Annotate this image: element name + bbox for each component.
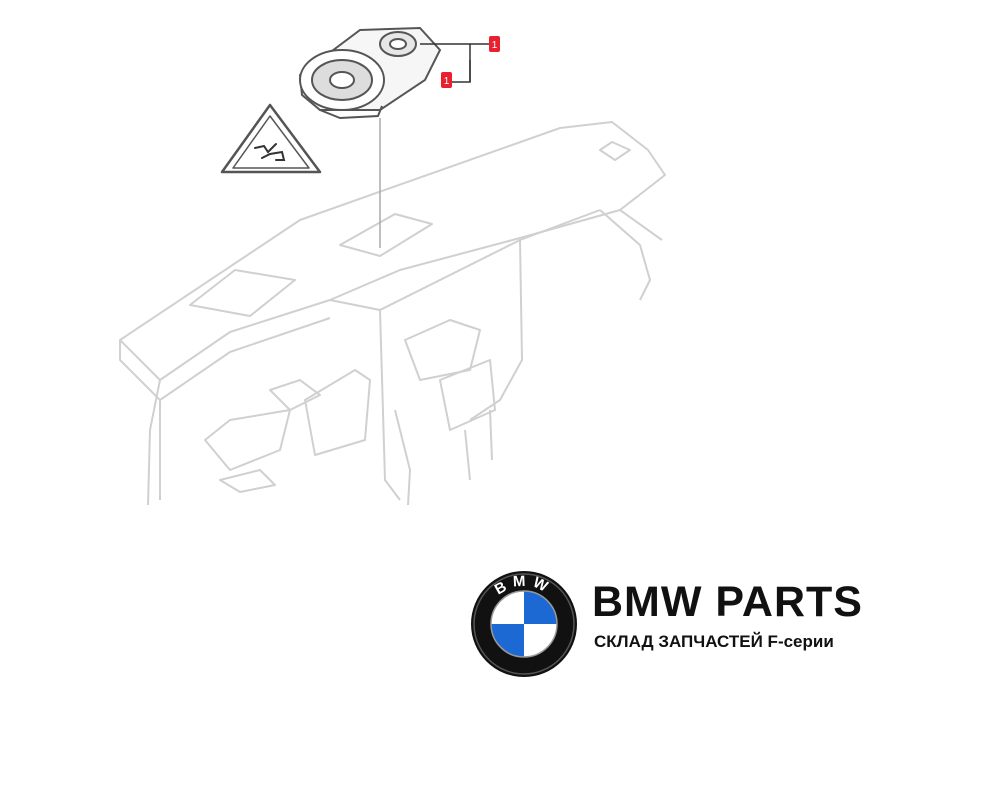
brand-title: BMW PARTS: [592, 578, 863, 626]
callout-label: 1: [492, 40, 498, 51]
bmw-logo: BMW: [471, 571, 577, 677]
callout-labels: 1 1: [444, 40, 498, 87]
callout-label: 1: [444, 76, 450, 87]
callout-lines: [420, 43, 490, 83]
brand-subtitle: СКЛАД ЗАПЧАСТЕЙ F-серии: [594, 632, 834, 651]
logo-quadrant: [524, 591, 557, 624]
red-clip: [441, 36, 500, 88]
logo-quadrant: [491, 624, 524, 657]
speaker-assembly: [298, 26, 442, 120]
brand-block: BMW BMW PARTS СКЛАД ЗАПЧАСТЕЙ F-серии: [470, 570, 890, 680]
dashboard-outline: [119, 121, 666, 506]
parts-diagram: 1 1: [119, 26, 666, 506]
speaker-warning-icon: [220, 103, 322, 174]
